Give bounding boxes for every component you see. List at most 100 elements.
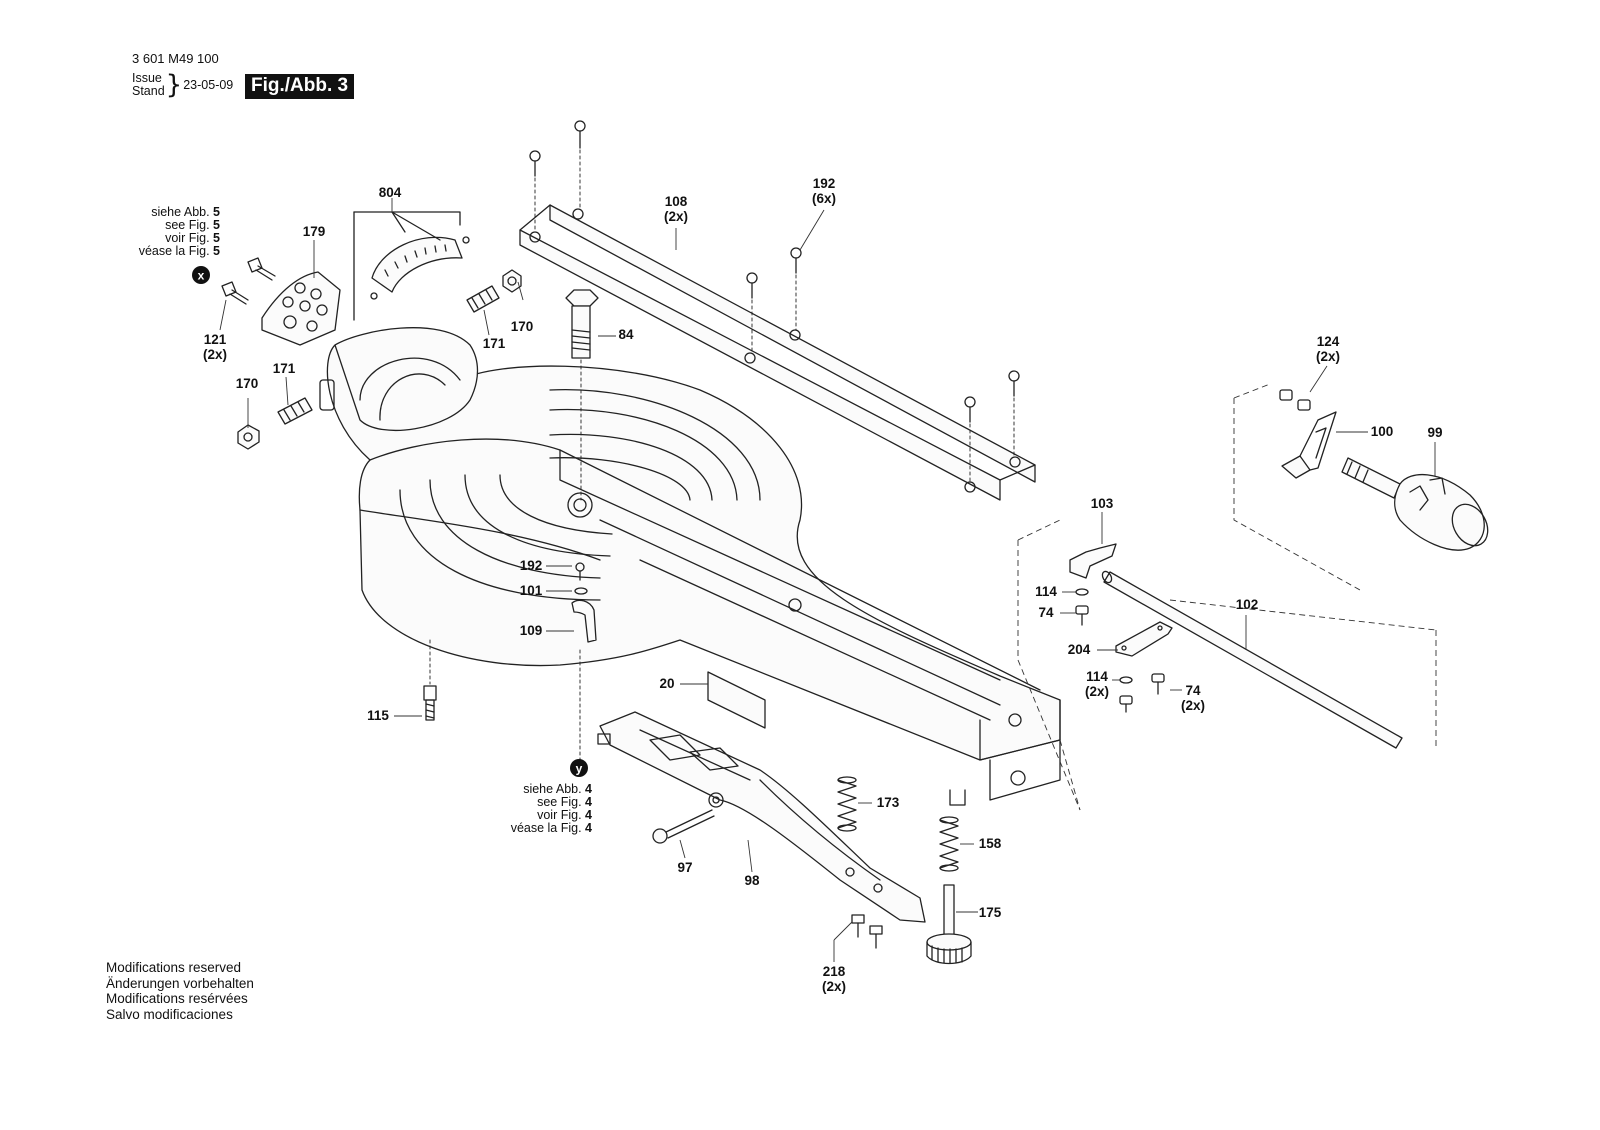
- callout-108-qty: (2x): [664, 209, 688, 224]
- callout-74-lower: 74: [1185, 683, 1201, 698]
- spring-158: [939, 816, 959, 872]
- callout-114-upper: 114: [1035, 584, 1057, 599]
- reference-x-line: voir Fig. 5: [165, 231, 220, 245]
- issue-date: 23-05-09: [183, 78, 234, 92]
- reference-y-line: voir Fig. 4: [537, 808, 592, 822]
- brace-glyph: }: [165, 70, 183, 100]
- stand-label: Stand: [132, 84, 165, 98]
- reference-badge-y: y: [570, 759, 588, 777]
- base-body: [319, 327, 1061, 806]
- bracket-100: [1281, 411, 1337, 479]
- lever-handle-98: [597, 711, 926, 923]
- screw-74-lower: [1151, 673, 1165, 695]
- svg-text:y: y: [576, 762, 583, 776]
- callouts: 804 179 121 (2x) 170 171 170 171 84 108 …: [203, 176, 1443, 994]
- screw-114-lower: [1119, 695, 1133, 713]
- fence-rails: [519, 204, 1036, 501]
- callout-192-fence-qty: (6x): [812, 191, 836, 206]
- reference-x-line: véase la Fig. 5: [138, 244, 220, 258]
- callout-124: 124: [1317, 334, 1340, 349]
- reference-x-line: siehe Abb. 5: [151, 205, 220, 219]
- reference-x-text: siehe Abb. 5 see Fig. 5 voir Fig. 5 véas…: [110, 206, 220, 258]
- screws-218: [851, 914, 883, 949]
- callout-170-left: 170: [236, 376, 259, 391]
- leader-lines: [219, 198, 1436, 962]
- callout-114-lower: 114: [1086, 669, 1108, 684]
- reference-badge-x: x: [192, 266, 210, 284]
- plate-204: [1115, 621, 1173, 657]
- spring-173: [837, 776, 857, 832]
- fence-screw-dashes: [534, 149, 1015, 483]
- washer-114-upper: [1075, 588, 1089, 596]
- document-number: 3 601 M49 100: [132, 51, 219, 66]
- issue-stand-labels: Issue Stand: [132, 72, 165, 98]
- callout-218: 218: [823, 964, 846, 979]
- reference-y-text: siehe Abb. 4 see Fig. 4 voir Fig. 4 véas…: [485, 783, 592, 835]
- screws-124: [1279, 389, 1311, 411]
- nut-170-left: [237, 424, 260, 450]
- fence-screws: [529, 120, 1020, 423]
- label-plate-20: [707, 671, 766, 729]
- reference-y-line: véase la Fig. 4: [510, 821, 592, 835]
- callout-179: 179: [303, 224, 326, 239]
- callout-171-right: 171: [483, 336, 506, 351]
- callout-20: 20: [659, 676, 674, 691]
- issue-block: Issue Stand }23-05-09: [132, 70, 234, 100]
- callout-97: 97: [677, 860, 692, 875]
- bolt-84: [565, 289, 599, 359]
- plate-103: [1069, 543, 1117, 579]
- callout-98: 98: [744, 873, 760, 888]
- knob-99: [1341, 457, 1489, 551]
- pin-171-left: [277, 397, 313, 425]
- callout-158: 158: [979, 836, 1002, 851]
- modifications-notice: Modifications reserved Änderungen vorbeh…: [106, 960, 254, 1022]
- callout-115: 115: [367, 708, 389, 723]
- reference-y-line: see Fig. 4: [537, 795, 592, 809]
- bevel-scale-804: [353, 211, 470, 321]
- callout-102: 102: [1236, 597, 1259, 612]
- clamp-parts-109: [571, 562, 597, 643]
- callout-173: 173: [877, 795, 900, 810]
- footer-line: Salvo modificaciones: [106, 1006, 233, 1022]
- callout-170-right: 170: [511, 319, 534, 334]
- bolt-115: [423, 685, 437, 721]
- footer-line: Modifications reserved: [106, 960, 242, 975]
- reference-y-line: siehe Abb. 4: [523, 782, 592, 796]
- callout-100: 100: [1371, 424, 1394, 439]
- callout-108: 108: [665, 194, 688, 209]
- callout-124-qty: (2x): [1316, 349, 1340, 364]
- callout-114-lower-qty: (2x): [1085, 684, 1109, 699]
- callout-204: 204: [1068, 642, 1091, 657]
- callout-175: 175: [979, 905, 1002, 920]
- nut-170-right: [502, 269, 522, 293]
- callout-103: 103: [1091, 496, 1114, 511]
- rod-102: [1101, 570, 1403, 749]
- footer-line: Änderungen vorbehalten: [106, 975, 254, 991]
- callout-101: 101: [520, 583, 543, 598]
- figure-label: Fig./Abb. 3: [245, 74, 355, 99]
- svg-text:x: x: [198, 269, 205, 283]
- callout-192-clamp: 192: [520, 558, 543, 573]
- callout-74-upper: 74: [1038, 605, 1054, 620]
- callout-74-lower-qty: (2x): [1181, 698, 1205, 713]
- bracket-179: [261, 271, 341, 346]
- screws-121: [221, 257, 276, 305]
- callout-121: 121: [204, 332, 227, 347]
- assembly-dashes: [1017, 383, 1437, 811]
- screw-74-upper: [1075, 605, 1089, 626]
- callout-109: 109: [520, 623, 543, 638]
- callout-84: 84: [618, 327, 634, 342]
- pin-97: [652, 809, 715, 844]
- callout-804: 804: [379, 185, 402, 200]
- callout-121-qty: (2x): [203, 347, 227, 362]
- callout-192-fence: 192: [813, 176, 836, 191]
- callout-99: 99: [1427, 425, 1442, 440]
- callout-218-qty: (2x): [822, 979, 846, 994]
- reference-x-line: see Fig. 5: [165, 218, 220, 232]
- callout-171-left: 171: [273, 361, 296, 376]
- pin-171-right: [466, 285, 500, 313]
- issue-label: Issue: [132, 71, 162, 85]
- knob-175: [926, 884, 972, 965]
- footer-line: Modifications resérvées: [106, 991, 248, 1006]
